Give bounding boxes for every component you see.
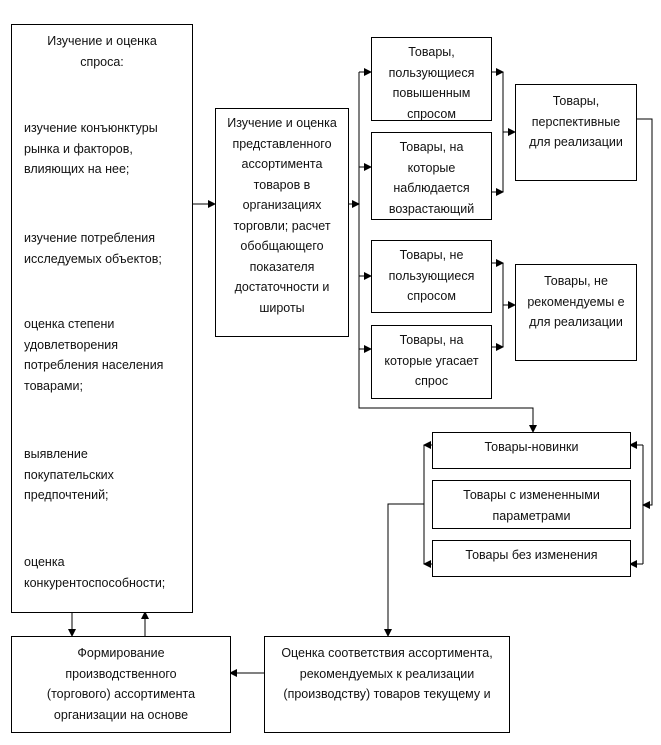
demand-item: оценка конкурентоспособности; [24, 555, 166, 590]
box-text: Товары-новинки [484, 440, 579, 454]
box-text: Оценка соответствия ассортимента, рекоме… [281, 646, 493, 701]
fading-demand-box: Товары, на которые угасает спрос [371, 325, 492, 399]
box-text: Товары с измененными параметрами [463, 488, 600, 523]
demand-box-title: Изучение и оценка спроса: [47, 34, 157, 69]
box-text: Товары, перспективные для реализации [529, 94, 623, 149]
high-demand-box: Товары, пользующиеся повышенным спросом [371, 37, 492, 121]
no-demand-box: Товары, не пользующиеся спросом [371, 240, 492, 313]
demand-item: изучение потребления исследуемых объекто… [24, 231, 162, 266]
demand-item: изучение конъюнктуры рынка и факторов, в… [24, 121, 158, 176]
demand-item: выявление покупательских предпочтений; [24, 447, 114, 502]
demand-item: оценка степени удовлетворения потреблени… [24, 317, 164, 393]
evaluation-box: Оценка соответствия ассортимента, рекоме… [264, 636, 510, 733]
growing-demand-box: Товары, на которые наблюдается возрастаю… [371, 132, 492, 220]
box-text: Товары, на которые угасает спрос [384, 333, 479, 388]
box-text: Товары, на которые наблюдается возрастаю… [388, 140, 475, 216]
assortment-box-text: Изучение и оценка представленного ассорт… [227, 116, 337, 315]
assortment-study-box: Изучение и оценка представленного ассорт… [215, 108, 349, 337]
box-text: Товары, не пользующиеся спросом [388, 248, 475, 303]
new-goods-box: Товары-новинки [432, 432, 631, 469]
formation-box: Формирование производственного (торговог… [11, 636, 231, 733]
demand-study-box: Изучение и оценка спроса: изучение конъю… [11, 24, 193, 613]
bus-line [358, 72, 537, 433]
unchanged-goods-box: Товары без изменения [432, 540, 631, 577]
promising-line [636, 118, 653, 509]
not-recommended-box: Товары, не рекомендуемы е для реализации [515, 264, 637, 361]
box-text: Товары, пользующиеся повышенным спросом [388, 45, 475, 121]
box-text: Формирование производственного (торговог… [46, 646, 196, 722]
changed-goods-box: Товары с измененными параметрами [432, 480, 631, 529]
box-text: Товары, не рекомендуемы е для реализации [527, 274, 625, 329]
promising-box: Товары, перспективные для реализации [515, 84, 637, 181]
box-text: Товары без изменения [465, 548, 598, 562]
